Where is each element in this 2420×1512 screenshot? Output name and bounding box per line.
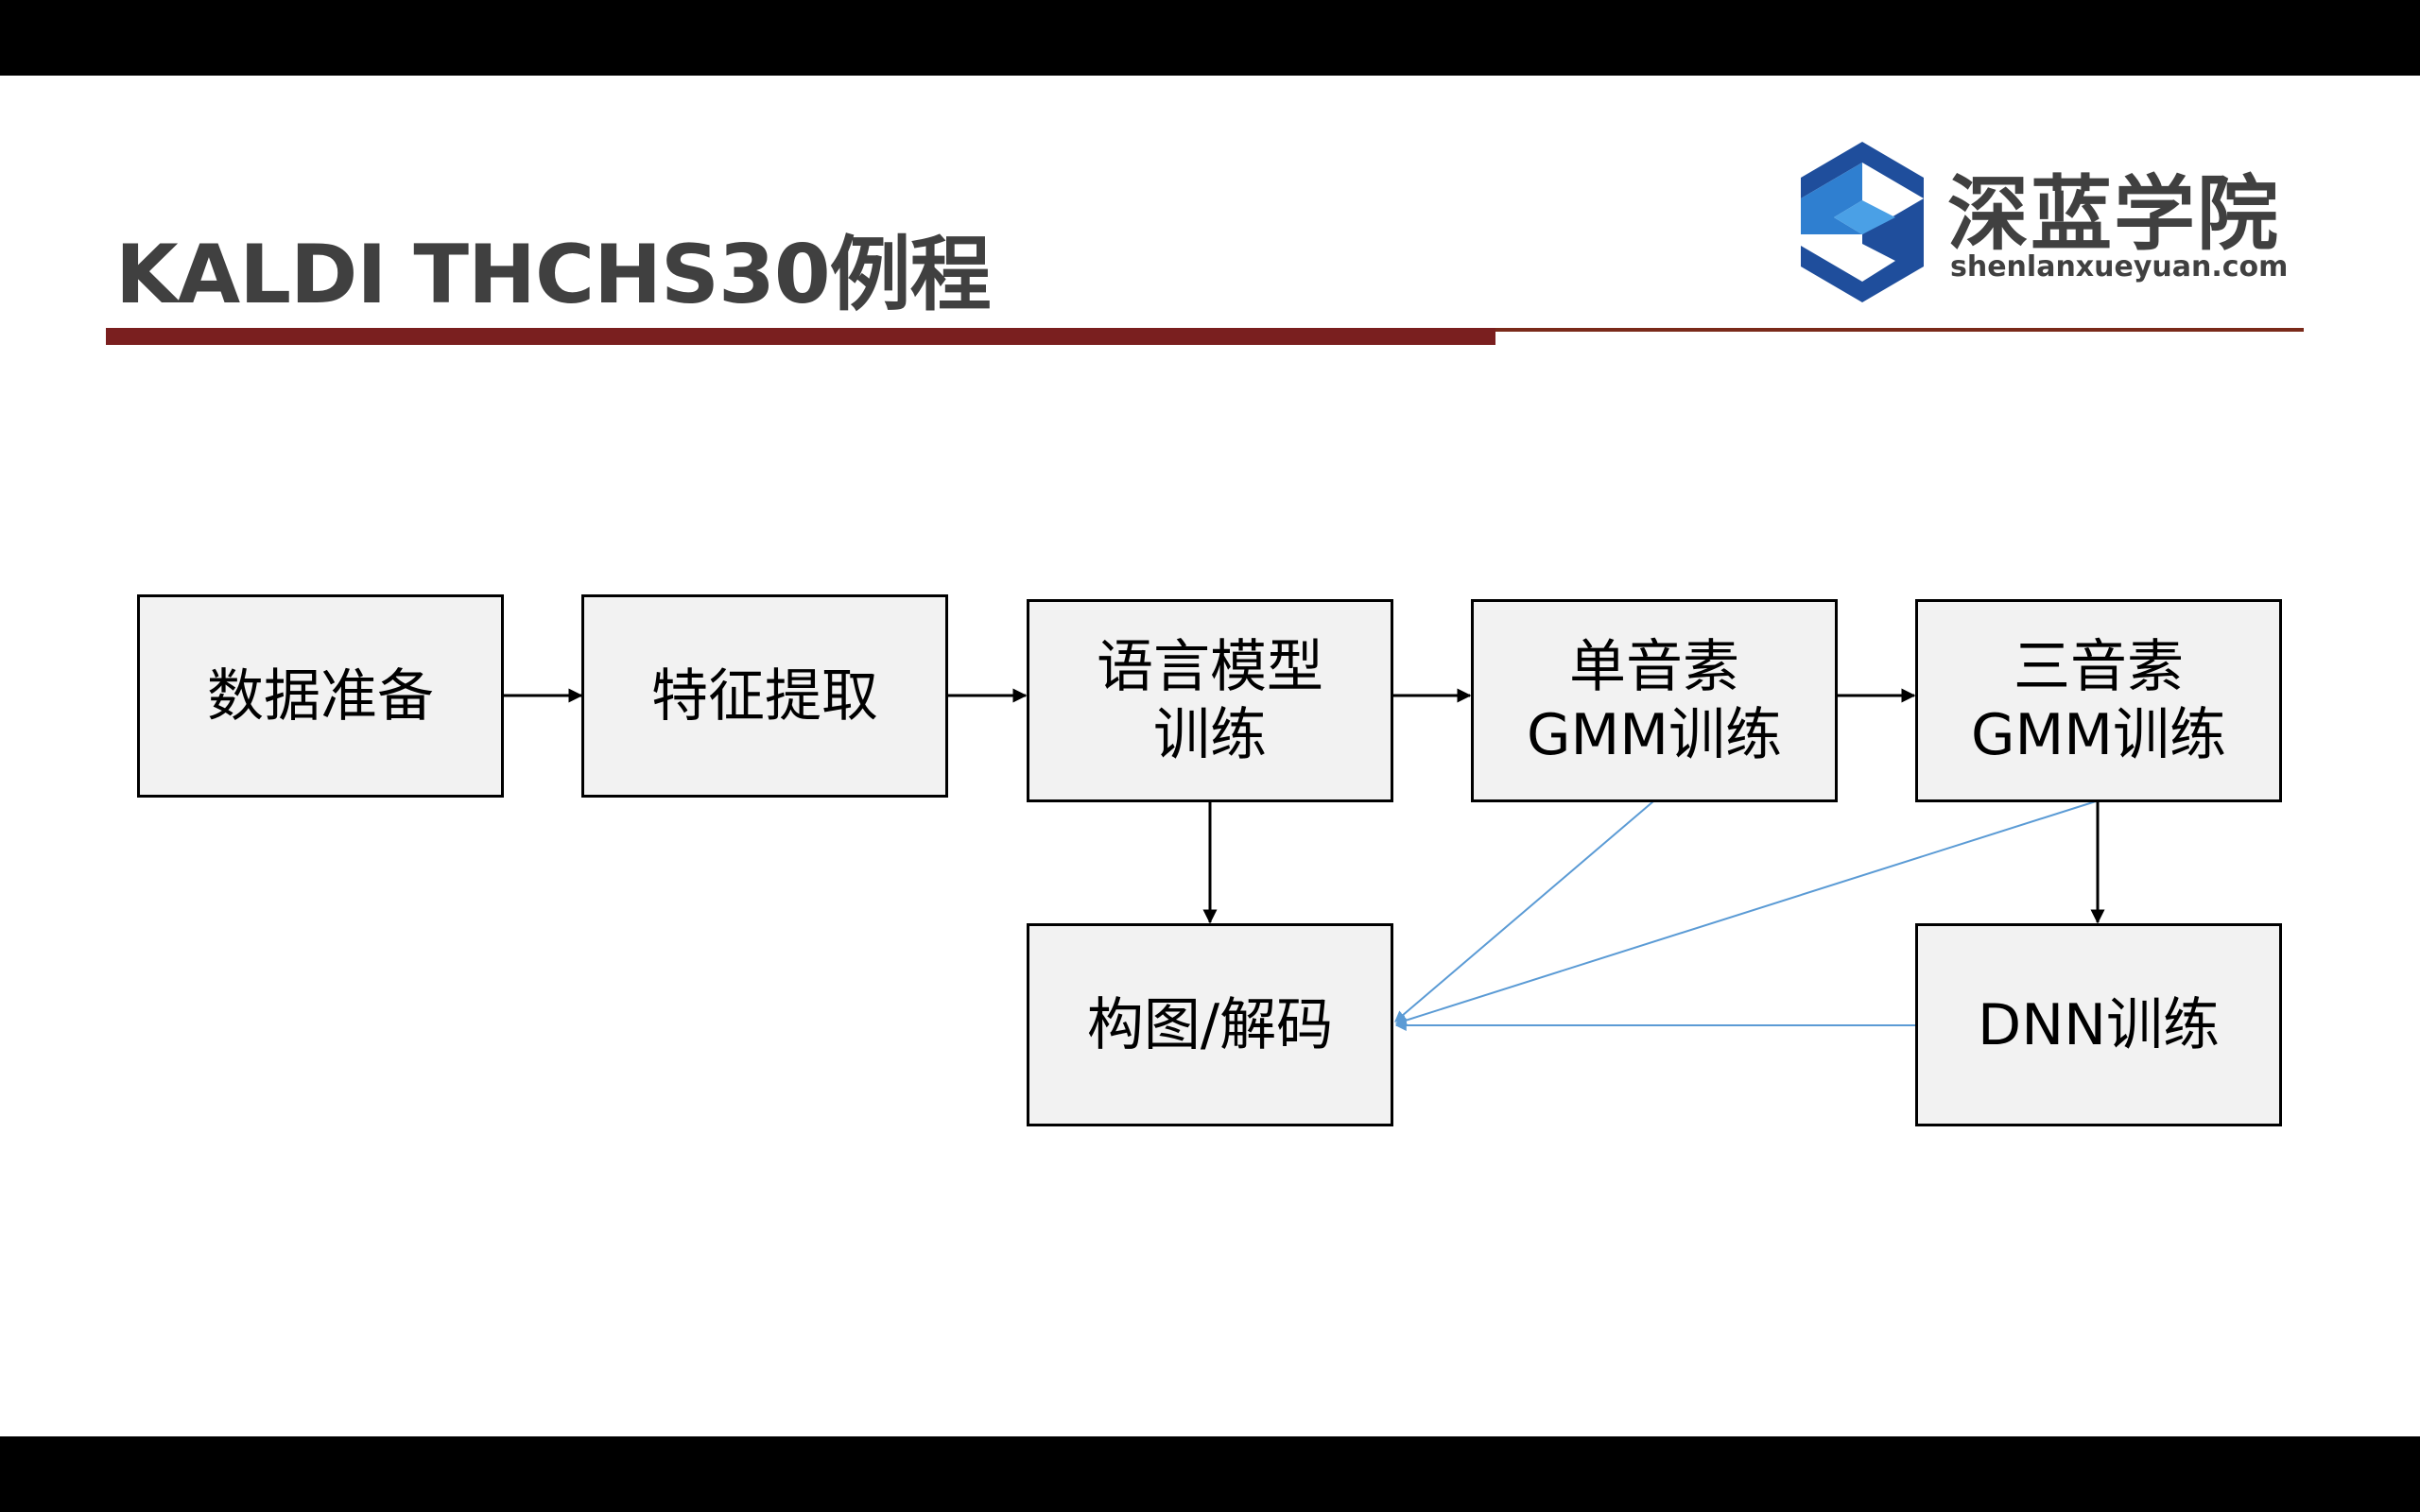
- node-tri-gmm-label-2: GMM训练: [1970, 701, 2227, 768]
- node-decode: 构图/解码: [1027, 923, 1393, 1126]
- node-language-model-label-1: 语言模型: [1097, 633, 1323, 700]
- logo-name-cn: 深蓝学院: [1947, 167, 2280, 262]
- title-rule-thick: [106, 328, 1495, 345]
- node-mono-gmm: 单音素 GMM训练: [1471, 599, 1838, 802]
- node-data-prep-label: 数据准备: [207, 662, 434, 730]
- slide-title: KALDI THCHS30例程: [115, 228, 992, 322]
- diagram-connectors: [503, 688, 2105, 1031]
- edge-mono-to-decode: [1394, 800, 1654, 1022]
- node-language-model: 语言模型 训练: [1027, 599, 1393, 802]
- title-rule-thin: [1495, 328, 2304, 332]
- node-dnn-label: DNN训练: [1978, 991, 2220, 1058]
- node-mono-gmm-label-2: GMM训练: [1526, 701, 1783, 768]
- letterbox-bottom: [0, 1436, 2420, 1512]
- node-tri-gmm: 三音素 GMM训练: [1915, 599, 2282, 802]
- node-feature-extraction-label: 特征提取: [651, 662, 878, 730]
- node-data-prep: 数据准备: [137, 594, 504, 798]
- node-mono-gmm-label-1: 单音素: [1569, 633, 1739, 700]
- node-language-model-label-2: 训练: [1153, 701, 1267, 768]
- node-decode-label: 构图/解码: [1086, 991, 1334, 1058]
- node-feature-extraction: 特征提取: [581, 594, 948, 798]
- letterbox-top: [0, 0, 2420, 76]
- logo-name-en: shenlanxueyuan.com: [1950, 250, 2289, 284]
- slide: KALDI THCHS30例程 深蓝学院 shenlanxueyuan.com: [0, 76, 2420, 1493]
- node-tri-gmm-label-1: 三音素: [2014, 633, 2184, 700]
- node-dnn: DNN训练: [1915, 923, 2282, 1126]
- edge-tri-to-decode: [1394, 800, 2097, 1026]
- logo-mark-icon: [1801, 142, 1924, 302]
- logo: 深蓝学院 shenlanxueyuan.com: [1791, 142, 2302, 302]
